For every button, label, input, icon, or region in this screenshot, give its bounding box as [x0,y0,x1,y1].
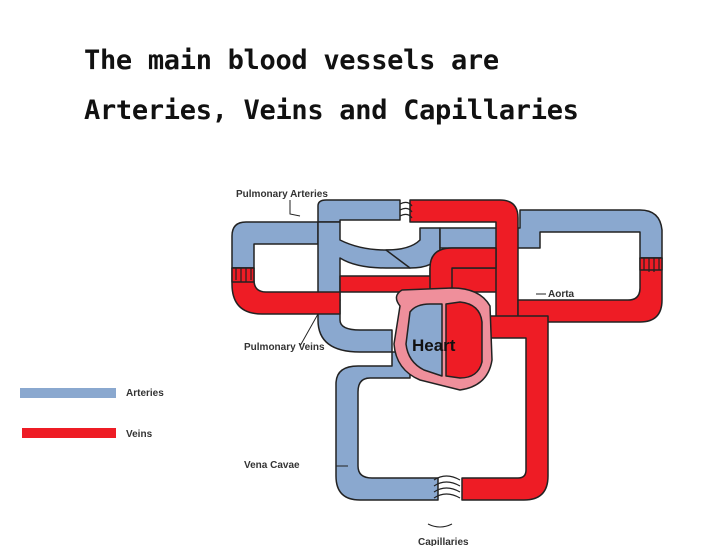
heart-label: Heart [412,336,456,355]
vena-cavae-label: Vena Cavae [244,460,300,471]
pulmonary-artery-left [232,222,318,268]
legend-arteries-label: Arteries [126,388,164,399]
legend: Arteries Veins [20,388,164,440]
legend-swatch-arteries [20,388,116,398]
legend-swatch-veins [22,428,116,438]
aorta-label: Aorta [548,289,575,300]
aorta-left-branch [340,268,500,292]
pulmonary-arteries-label: Pulmonary Arteries [236,189,328,200]
legend-veins-label: Veins [126,429,153,440]
pulmonary-artery-top [318,200,400,222]
pulmonary-veins-label: Pulmonary Veins [244,342,325,353]
capillaries-label: Capillaries [418,537,469,546]
